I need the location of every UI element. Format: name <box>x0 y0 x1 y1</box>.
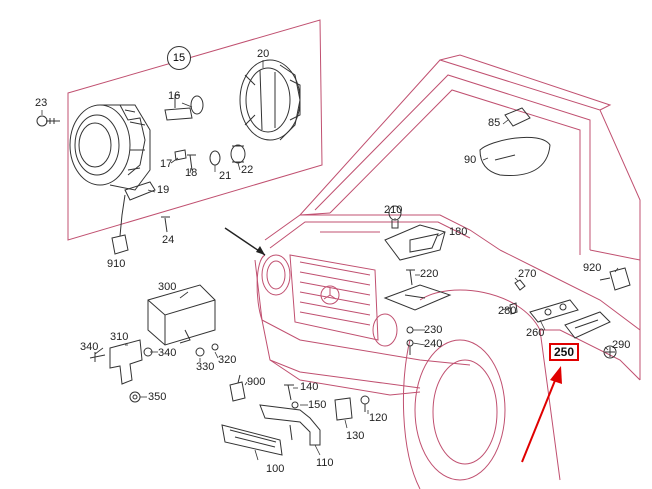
part-label-22: 22 <box>241 164 254 176</box>
part-label-85: 85 <box>488 117 501 129</box>
part-label-230: 230 <box>424 324 443 336</box>
part-label-16: 16 <box>168 90 181 102</box>
part-label-18: 18 <box>185 167 198 179</box>
highlight-arrow <box>521 366 562 463</box>
part-label-130: 130 <box>346 430 365 442</box>
part-label-900: 900 <box>247 376 266 388</box>
part-drawings <box>36 59 631 456</box>
part-label-910: 910 <box>107 258 126 270</box>
group-15-label: 15 <box>167 46 191 70</box>
leader-lines <box>41 60 619 461</box>
part-label-210: 210 <box>384 204 403 216</box>
part-label-220: 220 <box>420 268 439 280</box>
part-label-300: 300 <box>158 281 177 293</box>
part-label-240: 240 <box>424 338 443 350</box>
pointer-arrow <box>224 227 266 256</box>
part-label-320: 320 <box>218 354 237 366</box>
highlighted-part-label: 250 <box>549 343 580 361</box>
part-label-310: 310 <box>110 331 129 343</box>
part-label-270: 270 <box>518 268 537 280</box>
part-label-140: 140 <box>300 381 319 393</box>
part-label-24: 24 <box>162 234 175 246</box>
part-label-280: 280 <box>498 305 517 317</box>
part-label-260: 260 <box>526 327 545 339</box>
part-label-330: 330 <box>196 361 215 373</box>
part-label-150: 150 <box>308 399 327 411</box>
part-label-290: 290 <box>612 339 631 351</box>
part-label-90: 90 <box>464 154 477 166</box>
vehicle-outline <box>254 54 641 489</box>
part-label-180: 180 <box>449 226 468 238</box>
part-label-17: 17 <box>160 158 173 170</box>
part-label-20: 20 <box>257 48 270 60</box>
part-label-23: 23 <box>35 97 48 109</box>
part-label-350: 350 <box>148 391 167 403</box>
part-label-920: 920 <box>583 262 602 274</box>
part-label-110: 110 <box>316 457 334 469</box>
part-label-340-left: 340 <box>80 341 99 353</box>
part-label-340-right: 340 <box>158 347 177 359</box>
part-label-19: 19 <box>157 184 170 196</box>
part-label-100: 100 <box>266 463 285 475</box>
part-label-120: 120 <box>369 412 388 424</box>
part-label-21: 21 <box>219 170 232 182</box>
